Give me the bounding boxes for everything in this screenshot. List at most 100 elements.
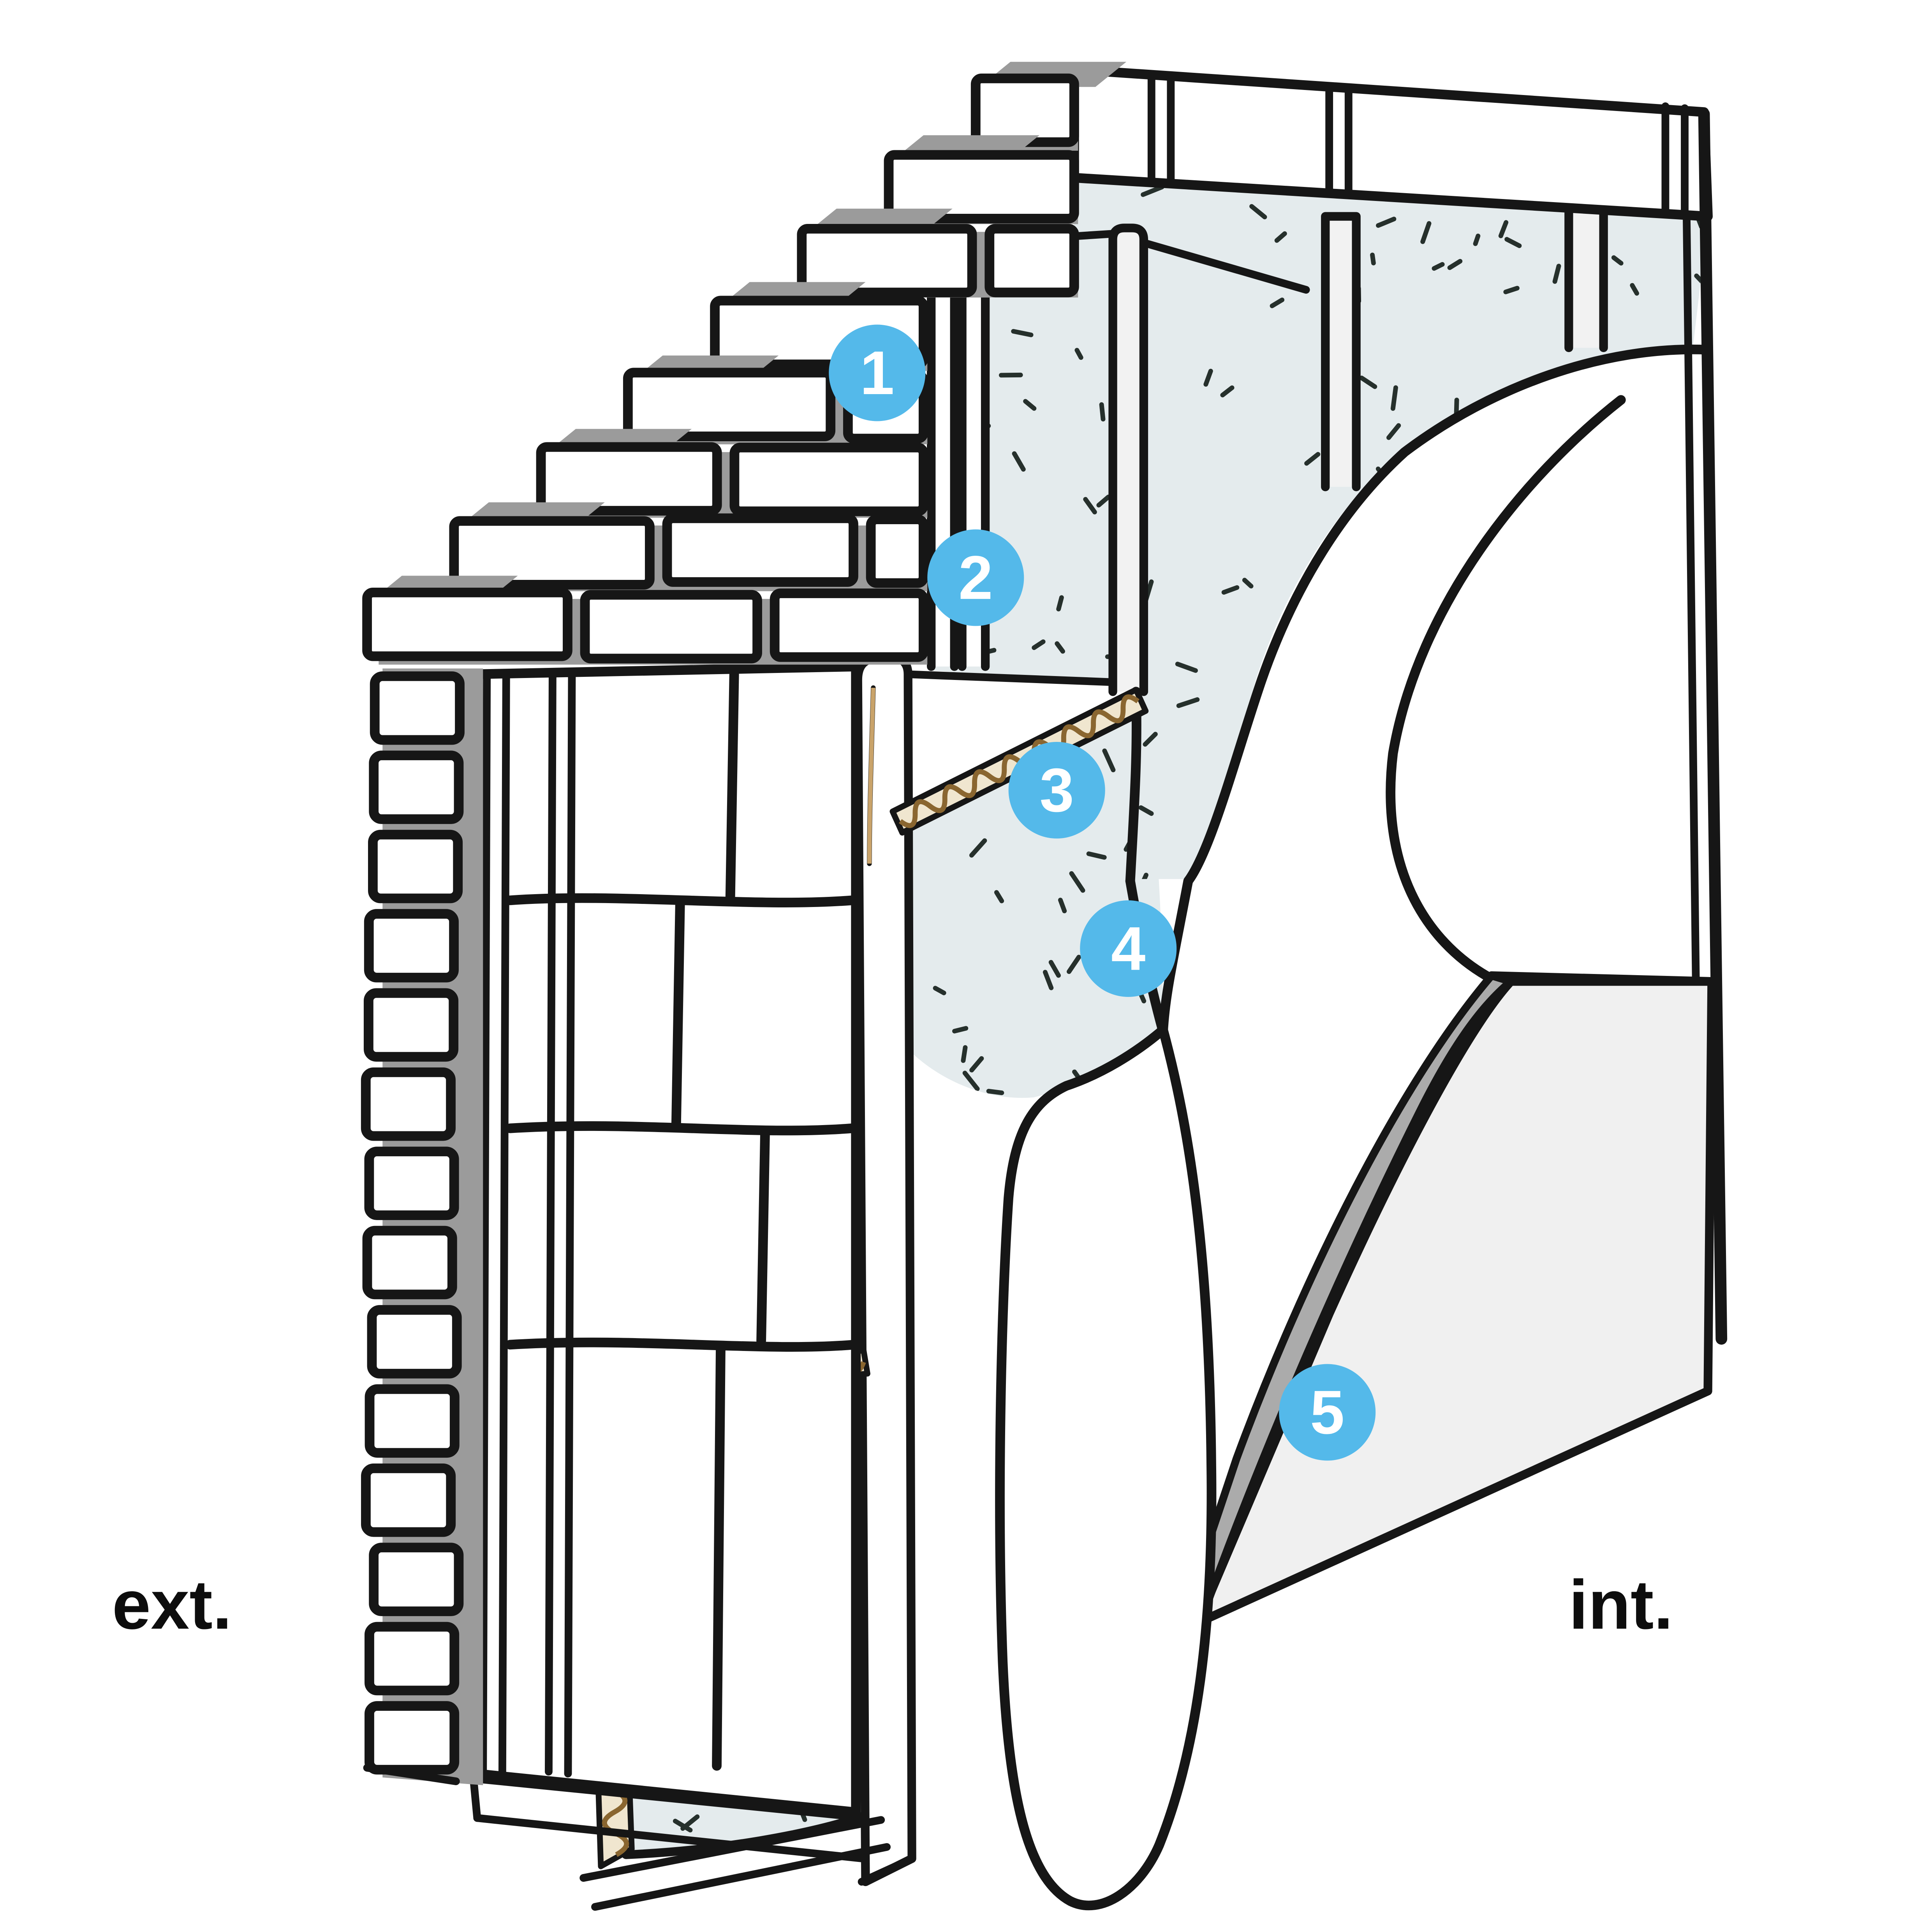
brick <box>662 513 858 587</box>
callout-4-badge: 4 <box>1080 900 1177 997</box>
speckle <box>1176 697 1200 708</box>
block-joint-vertical <box>545 672 557 1776</box>
speckle <box>933 986 946 995</box>
membrane-drape <box>995 1025 1217 1911</box>
speckle <box>1032 639 1046 650</box>
brick <box>369 750 464 824</box>
speckle <box>1011 329 1034 337</box>
brick <box>362 1226 457 1300</box>
speckle <box>962 1071 980 1091</box>
batten-upper-mid-edge <box>1321 212 1361 491</box>
speckle <box>1056 595 1064 611</box>
membrane-left-edge <box>1158 344 1711 1037</box>
callout-5-badge: 5 <box>1279 1364 1376 1461</box>
batten-behind-insulation <box>1113 228 1144 692</box>
speckle <box>1069 871 1085 893</box>
speckle <box>673 1819 693 1833</box>
brick <box>623 368 836 441</box>
speckle <box>952 1026 969 1034</box>
brick <box>970 73 1079 147</box>
speckle <box>1078 701 1100 710</box>
speckle <box>978 741 994 759</box>
speckle <box>1086 851 1107 860</box>
callout-5-number: 5 <box>1310 1377 1344 1447</box>
exterior-label: ext. <box>112 1566 232 1643</box>
brick <box>580 590 762 664</box>
speckle <box>1249 204 1267 220</box>
brick <box>369 1543 464 1616</box>
callout-4-number: 4 <box>1111 914 1145 983</box>
batten-upper-mid <box>1325 216 1356 487</box>
brick <box>364 1147 459 1220</box>
membrane-sheet <box>995 1025 1217 1911</box>
callout-2-number: 2 <box>958 543 993 612</box>
brick <box>362 587 572 661</box>
batten-behind-insulation-edge <box>1108 224 1148 696</box>
brick <box>449 516 655 590</box>
block-corner-line <box>498 672 510 1780</box>
brick <box>363 988 459 1062</box>
callout-1-badge: 1 <box>829 324 926 421</box>
speckle <box>1099 402 1106 422</box>
speckle <box>1096 495 1111 508</box>
speckle <box>961 1045 968 1063</box>
speckle <box>998 693 1008 705</box>
speckle <box>1447 259 1463 270</box>
callout-3-badge: 3 <box>1008 742 1105 839</box>
callout-2-badge: 2 <box>927 529 1024 626</box>
callout-1-circle <box>829 324 926 421</box>
speckle <box>1139 873 1148 879</box>
block-joint-horizontal <box>505 1121 857 1136</box>
callout-3-circle <box>1008 742 1105 839</box>
speckle <box>1143 732 1158 747</box>
speckle <box>1023 399 1037 411</box>
speckle <box>1420 221 1432 244</box>
speckle <box>1102 748 1116 773</box>
callout-4-circle <box>1080 900 1177 997</box>
brick <box>361 1067 456 1141</box>
furring-plank <box>853 652 916 1886</box>
speckle <box>1390 385 1398 411</box>
block-joint-horizontal <box>505 893 857 907</box>
brick <box>536 442 722 516</box>
speckle <box>1274 231 1287 243</box>
speckle <box>1370 252 1376 266</box>
brick <box>365 1701 460 1775</box>
finish-board-top-edge <box>1487 971 1716 986</box>
brick <box>364 909 459 983</box>
brick <box>884 150 1079 224</box>
speckle <box>969 1056 984 1073</box>
callout-3-number: 3 <box>1040 756 1074 825</box>
block-corner-line <box>479 672 491 1778</box>
brick <box>797 224 977 298</box>
block-wall-face <box>467 662 861 1817</box>
speckle <box>994 890 1004 903</box>
speckle <box>1503 285 1520 294</box>
speckle <box>1242 578 1254 589</box>
speckle <box>1043 970 1054 990</box>
speckle <box>1012 451 1026 472</box>
speckle <box>1074 348 1083 360</box>
block-joint-vertical <box>564 672 576 1778</box>
block-joint-horizontal <box>505 1337 859 1352</box>
speckle <box>1074 692 1092 709</box>
speckle <box>1386 423 1401 440</box>
speckle <box>1175 662 1198 673</box>
speckle <box>969 838 987 858</box>
sill-line <box>473 1814 868 1863</box>
speckle <box>1048 960 1061 978</box>
interior-label: int. <box>1569 1566 1673 1643</box>
brick <box>365 1622 460 1696</box>
speckle <box>1504 237 1522 248</box>
speckle <box>1220 385 1235 398</box>
speckle <box>1055 641 1066 654</box>
speckle <box>1083 497 1097 514</box>
speckle <box>1552 264 1561 284</box>
plank-bottom-edge <box>858 1856 912 1886</box>
outer-brick-leaf <box>361 62 1127 1785</box>
brick <box>866 514 928 588</box>
quoin-bottom-edge <box>363 1764 460 1785</box>
callout-1-number: 1 <box>860 338 894 407</box>
